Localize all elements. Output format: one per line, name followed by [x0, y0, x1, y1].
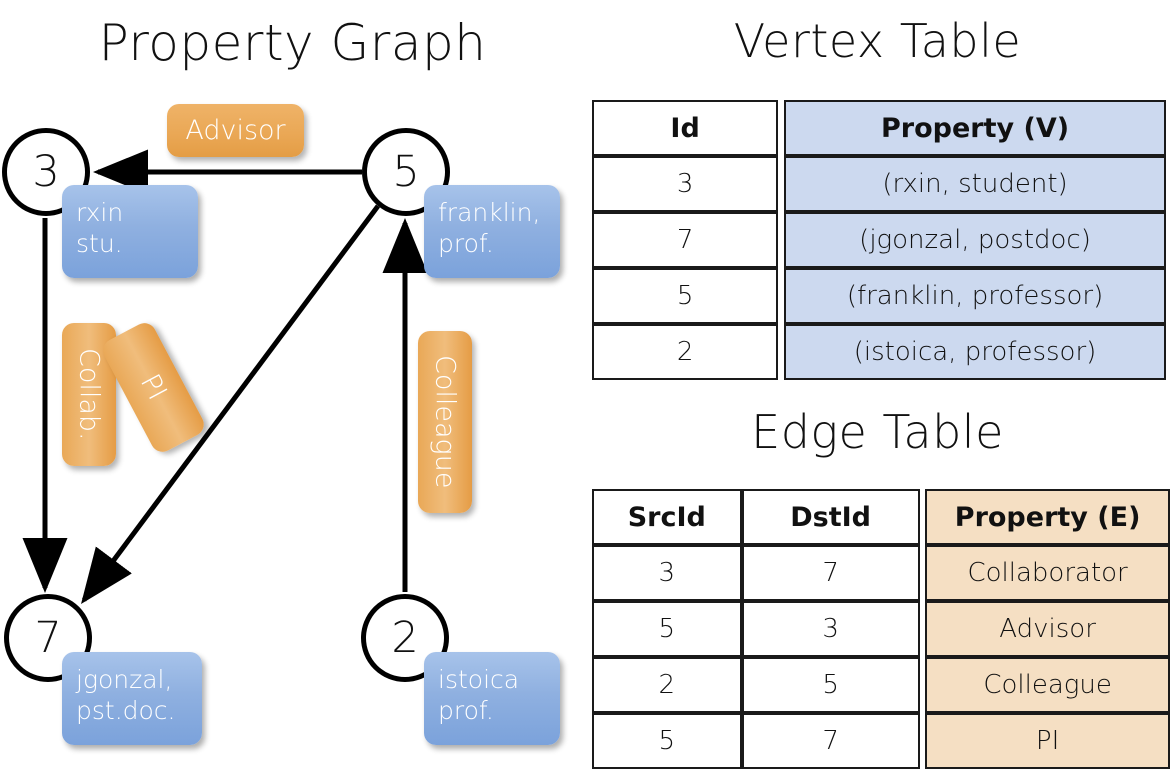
table-row[interactable]: 3 7 Collaborator: [592, 545, 1170, 601]
edge-callout-label: Collab.: [73, 348, 105, 441]
graph-edge-lines: [22, 149, 428, 605]
vertex-cell-id: 2: [592, 324, 779, 380]
vertex-callout-line-2: pst.doc.: [76, 696, 176, 726]
edge-header-srcid: SrcId: [592, 489, 742, 545]
vertex-cell-property: (istoica, professor): [784, 324, 1166, 380]
edge-cell-dstid: 7: [741, 545, 920, 601]
edge-property-callout-colleague: Colleague: [418, 331, 472, 513]
edge-cell-property: Colleague: [925, 657, 1170, 713]
vertex-cell-id: 7: [592, 212, 779, 268]
vertex-callout-line-2: prof.: [438, 696, 494, 726]
page-title-vertex-table: Vertex Table: [733, 14, 1022, 68]
vertex-cell-id: 3: [592, 156, 779, 212]
edge-header-dstid: DstId: [741, 489, 920, 545]
edge-cell-property: Advisor: [925, 601, 1170, 657]
vertex-property-callout-2: istoica prof.: [424, 652, 560, 745]
property-graph-diagram: 3 5 7 2 rxin stu. franklin, prof. jgonza…: [0, 0, 585, 760]
vertex-property-callout-7: jgonzal, pst.doc.: [62, 652, 202, 745]
table-header-row: SrcId DstId Property (E): [592, 489, 1170, 545]
vertex-callout-line-2: stu.: [76, 229, 123, 259]
edge-table: SrcId DstId Property (E) 3 7 Collaborato…: [592, 489, 1170, 769]
edge-cell-dstid: 5: [741, 657, 920, 713]
vertex-property-callout-5: franklin, prof.: [424, 185, 560, 278]
table-row[interactable]: 5 7 PI: [592, 713, 1170, 769]
vertex-cell-property: (jgonzal, postdoc): [784, 212, 1166, 268]
edge-property-callout-collab: Collab.: [62, 323, 116, 466]
table-row[interactable]: 2 5 Colleague: [592, 657, 1170, 713]
table-row[interactable]: 5 3 Advisor: [592, 601, 1170, 657]
page-title-edge-table: Edge Table: [751, 405, 1004, 459]
table-row[interactable]: 2 (istoica, professor): [592, 324, 1166, 380]
table-header-row: Id Property (V): [592, 100, 1166, 156]
edge-cell-srcid: 2: [592, 657, 742, 713]
edge-callout-label: Colleague: [429, 355, 461, 489]
edge-cell-dstid: 7: [741, 713, 920, 769]
table-row[interactable]: 7 (jgonzal, postdoc): [592, 212, 1166, 268]
graph-node-5[interactable]: 5: [362, 128, 450, 216]
table-row[interactable]: 3 (rxin, student): [592, 156, 1166, 212]
vertex-table: Id Property (V) 3 (rxin, student) 7 (jgo…: [592, 100, 1166, 380]
edge-callout-label: Advisor: [185, 115, 286, 146]
edge-line-5-to-7: [81, 204, 381, 605]
edge-cell-dstid: 3: [741, 601, 920, 657]
vertex-property-callout-3: rxin stu.: [62, 185, 198, 278]
vertex-callout-line-1: jgonzal,: [76, 665, 173, 694]
vertex-callout-line-1: rxin: [76, 198, 124, 227]
vertex-callout-line-2: prof.: [438, 229, 494, 259]
vertex-cell-id: 5: [592, 268, 779, 324]
edge-header-property: Property (E): [925, 489, 1170, 545]
edge-cell-srcid: 5: [592, 601, 742, 657]
vertex-header-property: Property (V): [784, 100, 1166, 156]
vertex-cell-property: (rxin, student): [784, 156, 1166, 212]
vertex-callout-line-1: istoica: [438, 665, 520, 694]
page-title-property-graph: Property Graph: [98, 14, 487, 72]
edge-cell-property: PI: [925, 713, 1170, 769]
vertex-callout-line-1: franklin,: [438, 198, 541, 227]
edge-callout-label: PI: [134, 369, 173, 406]
table-row[interactable]: 5 (franklin, professor): [592, 268, 1166, 324]
edge-cell-property: Collaborator: [925, 545, 1170, 601]
edge-property-callout-advisor: Advisor: [167, 104, 304, 157]
graph-node-2[interactable]: 2: [361, 594, 449, 682]
vertex-header-id: Id: [592, 100, 779, 156]
edge-cell-srcid: 3: [592, 545, 742, 601]
vertex-cell-property: (franklin, professor): [784, 268, 1166, 324]
edge-cell-srcid: 5: [592, 713, 742, 769]
